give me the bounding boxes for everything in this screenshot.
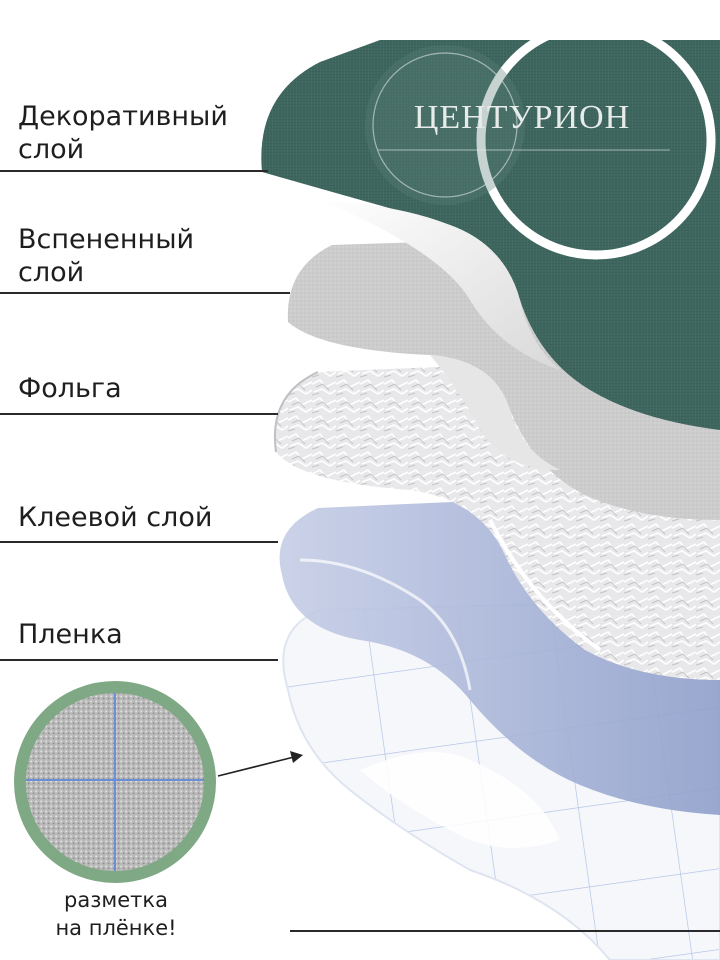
leader-line-adhesive	[0, 541, 278, 543]
magnifier-ring	[476, 20, 716, 260]
label-film: Пленка	[18, 619, 123, 650]
callout-arrow	[217, 751, 303, 777]
leader-line-foamed	[0, 292, 290, 294]
label-decorative-layer: Декоративный слой	[18, 101, 228, 165]
label-foamed-layer: Вспененный слой	[18, 224, 195, 288]
leader-line-foil	[0, 413, 278, 415]
label-foil: Фольга	[18, 373, 122, 404]
film-zoom-circle	[14, 681, 216, 883]
brand-seal	[365, 45, 525, 205]
film-markup-caption: разметка на плёнке!	[55, 888, 177, 940]
leader-line-film	[0, 659, 278, 661]
decorative-layer: ЦЕНТУРИОН	[261, 20, 720, 430]
leader-line-decorative	[0, 170, 268, 172]
bottom-rule	[290, 930, 720, 932]
brand-logo: ЦЕНТУРИОН	[414, 99, 630, 136]
label-adhesive-layer: Клеевой слой	[18, 502, 213, 533]
